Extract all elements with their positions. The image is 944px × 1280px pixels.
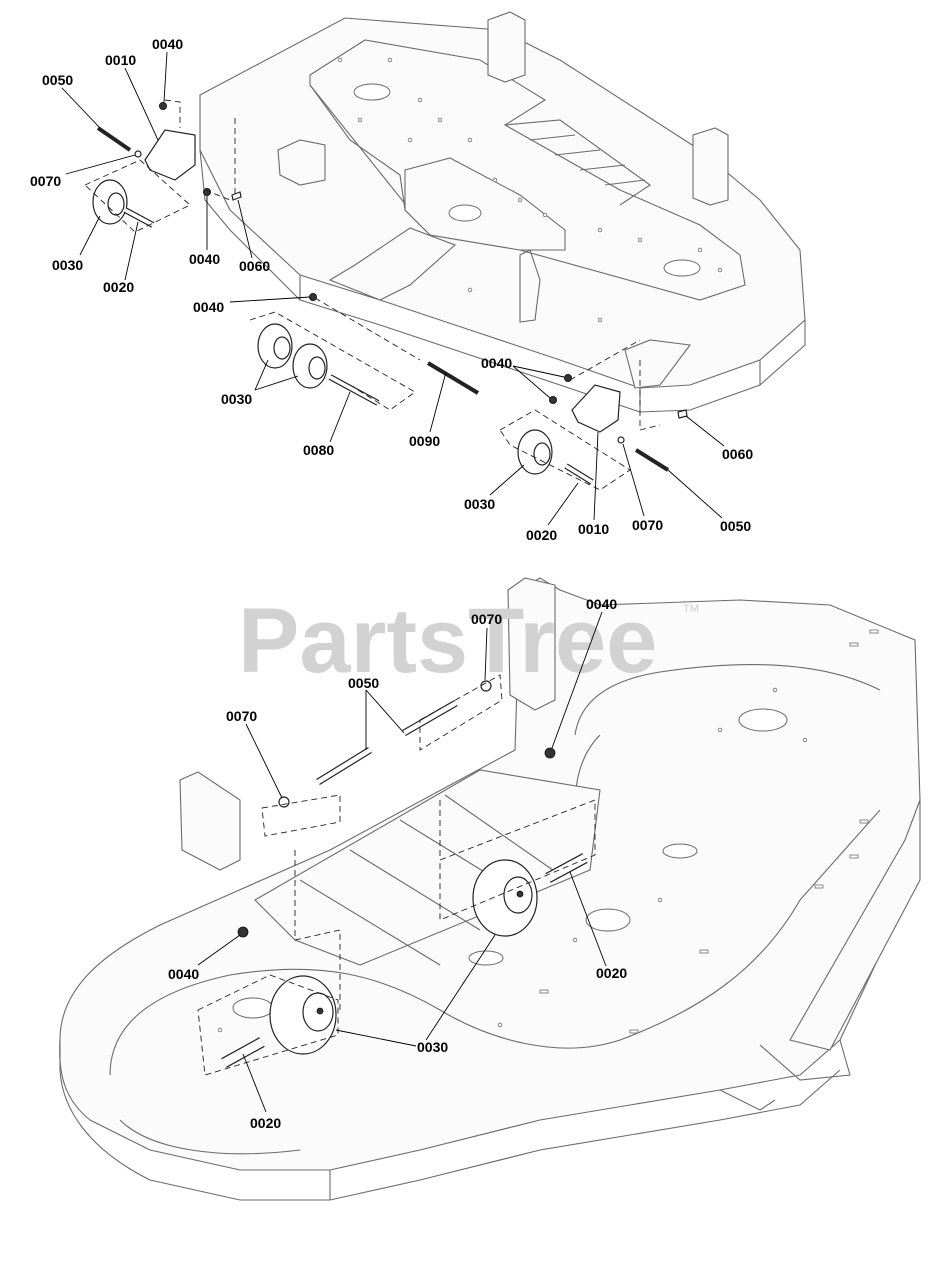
callout-0030[interactable]: 0030	[52, 257, 83, 273]
nut-upper-e	[549, 395, 558, 404]
bolt-long	[426, 361, 480, 395]
callout-0030[interactable]: 0030	[221, 391, 252, 407]
nut-lower-left	[237, 926, 249, 938]
callout-0020[interactable]: 0020	[526, 527, 557, 543]
bolt-right	[634, 448, 670, 472]
callout-0050[interactable]: 0050	[720, 518, 751, 534]
callout-0030[interactable]: 0030	[464, 496, 495, 512]
callout-0070[interactable]: 0070	[226, 708, 257, 724]
lower-parts	[221, 680, 588, 1068]
callout-0010[interactable]: 0010	[578, 521, 609, 537]
callout-0040[interactable]: 0040	[152, 36, 183, 52]
anti-scalp-bracket-left	[144, 129, 196, 181]
callout-0080[interactable]: 0080	[303, 442, 334, 458]
callout-0060[interactable]: 0060	[722, 446, 753, 462]
callout-0010[interactable]: 0010	[105, 52, 136, 68]
callout-0020[interactable]: 0020	[103, 279, 134, 295]
upper-assembly-lines	[84, 99, 661, 491]
upper-leader-lines	[61, 51, 725, 526]
nut-upper-a	[158, 102, 167, 111]
callout-0070[interactable]: 0070	[30, 173, 61, 189]
watermark-text: PartsTree	[238, 590, 657, 692]
lower-assembly-lines	[197, 674, 596, 1076]
callout-0050[interactable]: 0050	[348, 675, 379, 691]
nut-lower-right	[544, 747, 556, 759]
callout-0070[interactable]: 0070	[632, 517, 663, 533]
anti-scalp-bracket-right	[571, 384, 621, 433]
callout-0040[interactable]: 0040	[193, 299, 224, 315]
callout-0040[interactable]: 0040	[586, 596, 617, 612]
upper-mower-deck	[199, 11, 806, 413]
nut-upper-c	[308, 292, 317, 301]
upper-parts	[92, 102, 688, 485]
callout-0020[interactable]: 0020	[596, 965, 627, 981]
callout-0050[interactable]: 0050	[42, 72, 73, 88]
callout-0030[interactable]: 0030	[417, 1039, 448, 1055]
carriage-bolt-b	[677, 409, 688, 419]
callout-0090[interactable]: 0090	[409, 433, 440, 449]
washer-lower-left	[278, 796, 290, 808]
lower-callout-labels: 0070 0040 0050 0070 0040 0020 0030 0020	[168, 596, 627, 1131]
washer-left	[134, 150, 142, 158]
nut-upper-d	[564, 373, 573, 382]
carriage-bolt-a	[231, 191, 242, 201]
bolt-left	[96, 126, 132, 152]
callout-0070[interactable]: 0070	[471, 611, 502, 627]
callout-0060[interactable]: 0060	[239, 258, 270, 274]
washer-lower-right	[480, 680, 492, 692]
lower-leader-lines	[197, 611, 607, 1113]
callout-0040[interactable]: 0040	[481, 355, 512, 371]
callout-0040[interactable]: 0040	[189, 251, 220, 267]
washer-right	[617, 436, 625, 444]
callout-0040[interactable]: 0040	[168, 966, 199, 982]
partstree-watermark: PartsTree TM	[238, 590, 699, 692]
callout-0020[interactable]: 0020	[250, 1115, 281, 1131]
watermark-trademark: TM	[683, 603, 699, 615]
upper-callout-labels: 0040 0010 0050 0070 0030 0020 0040 0060 …	[30, 36, 753, 543]
